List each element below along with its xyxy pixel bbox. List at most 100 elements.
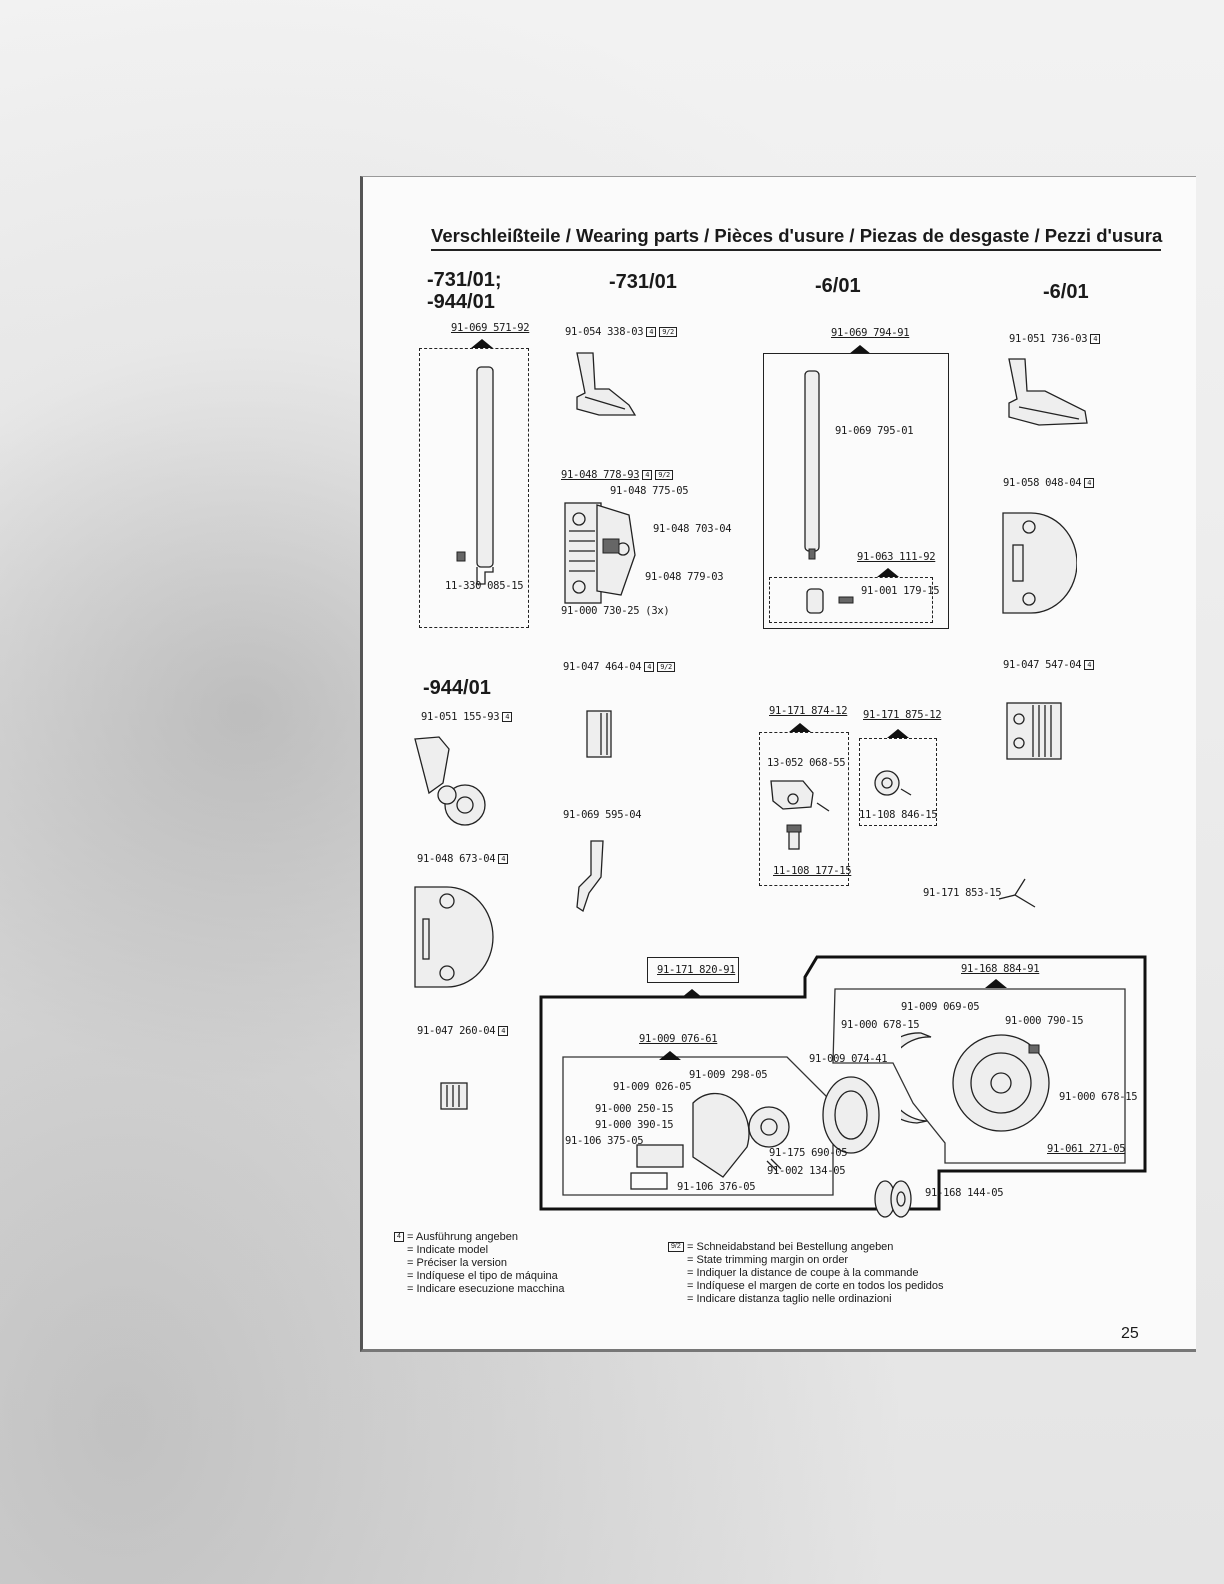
model-heading-col4: -6/01	[1043, 281, 1089, 303]
part-number: 91-063 111-92	[857, 551, 936, 563]
group-marker	[877, 568, 899, 577]
group-marker	[849, 345, 871, 354]
needle-bar-drawing	[456, 366, 494, 585]
legend-model: 4 = Ausführung angeben = Indicate model …	[394, 1231, 564, 1296]
model-badge-icon: 4	[502, 712, 513, 722]
needle-plate-drawing	[564, 502, 636, 604]
needle-plate-drawing	[414, 886, 494, 988]
part-number: 91-069 795-01	[835, 425, 914, 437]
knife-drawing	[576, 840, 604, 913]
needle-plate-drawing	[1002, 512, 1077, 614]
collar-drawing	[874, 770, 912, 796]
page-title: Verschleißteile / Wearing parts / Pièces…	[431, 225, 1162, 251]
feed-dog-drawing	[586, 710, 612, 758]
group-marker	[789, 723, 811, 732]
part-number: 91-168 144-05	[925, 1187, 1004, 1199]
presser-foot-drawing	[576, 352, 637, 416]
part-number: 91-002 134-05	[767, 1165, 846, 1177]
presser-foot-drawing	[1008, 358, 1088, 426]
part-number: 91-069 794-91	[831, 327, 910, 339]
part-number: 11-108 177-15	[773, 865, 852, 877]
part-number: 91-048 703-04	[653, 523, 732, 535]
clamp-drawing	[806, 588, 854, 614]
part-number: 91-009 298-05	[689, 1069, 768, 1081]
model-badge-icon: 4	[394, 1232, 404, 1242]
part-number: 91-106 376-05	[677, 1181, 756, 1193]
model-badge-icon: 4	[646, 327, 657, 337]
part-number: 91-009 076-61	[639, 1033, 718, 1045]
part-group-frame	[859, 738, 937, 826]
bobbin-case-parts-drawing	[630, 1092, 790, 1190]
group-marker	[659, 1051, 681, 1060]
part-number: 91-000 678-15	[1059, 1091, 1138, 1103]
part-number: 91-168 884-91	[961, 963, 1040, 975]
part-group-frame	[763, 353, 949, 629]
part-number: 91-106 375-05	[565, 1135, 644, 1147]
part-number: 91-000 790-15	[1005, 1015, 1084, 1027]
trim-badge-icon: 9/2	[655, 470, 673, 480]
model-badge-icon: 4	[644, 662, 655, 672]
part-number: 91-069 595-04	[563, 809, 642, 821]
needle-bar-drawing	[804, 370, 820, 560]
model-heading-col1-second: -944/01	[427, 291, 495, 313]
feed-dog-drawing	[1006, 702, 1062, 760]
trim-badge-icon: 9/2	[657, 662, 675, 672]
hook-drawing	[901, 1032, 1050, 1132]
part-number: 91-048 779-03	[645, 571, 724, 583]
part-number: 91-000 390-15	[595, 1119, 674, 1131]
model-heading-col1: -731/01;	[427, 269, 502, 291]
bobbin-drawing	[874, 1180, 912, 1218]
feed-dog-drawing	[440, 1082, 468, 1110]
group-marker	[985, 979, 1007, 988]
part-group-frame	[759, 732, 849, 886]
legend-trimming: 9/2 = Schneidabstand bei Bestellung ange…	[668, 1241, 944, 1306]
model-heading-col1-mid: -944/01	[423, 677, 491, 699]
part-number: 91-171 853-15	[923, 887, 1002, 899]
part-number: 91-009 069-05	[901, 1001, 980, 1013]
model-badge-icon: 4	[1090, 334, 1101, 344]
part-number: 91-171 820-91	[657, 964, 736, 976]
part-number: 91-069 571-92	[451, 322, 530, 334]
group-marker	[471, 339, 493, 348]
part-group-frame	[419, 348, 529, 628]
part-number: 91-048 775-05	[610, 485, 689, 497]
part-number: 91-000 730-25 (3x)	[561, 605, 670, 617]
model-heading-col2: -731/01	[609, 271, 677, 293]
hook-group-outline	[539, 955, 1147, 1211]
part-label-box	[647, 957, 739, 983]
part-number: 91-001 179-15	[861, 585, 940, 597]
part-number: 91-000 678-15	[841, 1019, 920, 1031]
model-badge-icon: 4	[498, 854, 509, 864]
group-marker	[681, 989, 703, 998]
part-group-frame	[769, 577, 933, 623]
model-badge-icon: 4	[1084, 478, 1095, 488]
catalog-page: Verschleißteile / Wearing parts / Pièces…	[360, 176, 1196, 1352]
group-marker	[887, 729, 909, 738]
part-number: 91-009 026-05	[613, 1081, 692, 1093]
model-heading-col3: -6/01	[815, 275, 861, 297]
part-number: 91-000 250-15	[595, 1103, 674, 1115]
model-badge-icon: 4	[498, 1026, 509, 1036]
part-number: 11-330 085-15	[445, 580, 524, 592]
model-badge-icon: 4	[642, 470, 653, 480]
knife-holder-drawing	[770, 780, 830, 850]
part-number: 91-171 875-12	[863, 709, 942, 721]
page-number: 25	[1121, 1325, 1139, 1342]
trim-badge-icon: 9/2	[668, 1242, 684, 1252]
part-number: 11-108 846-15	[859, 809, 938, 821]
trim-badge-icon: 9/2	[659, 327, 677, 337]
part-number: 91-171 874-12	[769, 705, 848, 717]
part-number: 91-061 271-05	[1047, 1143, 1126, 1155]
spring-drawing	[998, 878, 1036, 908]
part-number: 91-175 690-05	[769, 1147, 848, 1159]
roller-foot-drawing	[414, 736, 486, 826]
